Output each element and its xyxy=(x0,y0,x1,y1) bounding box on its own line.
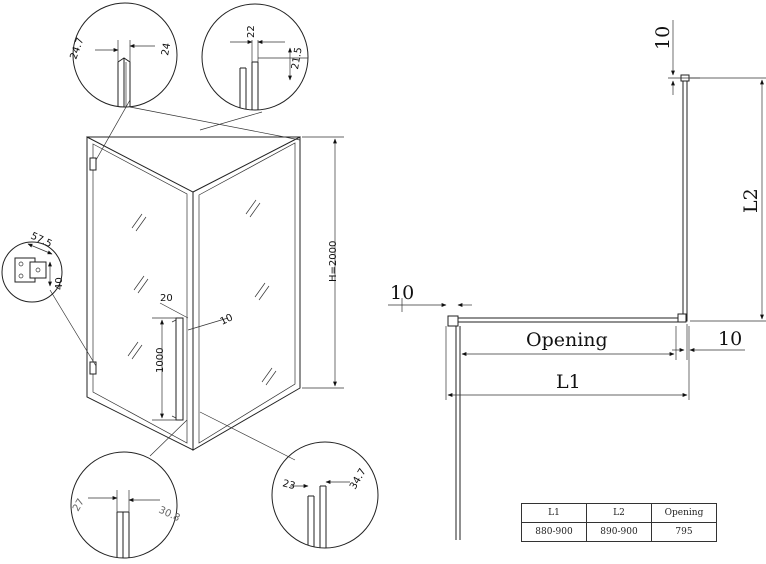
door-panel-inner xyxy=(92,143,188,444)
height-label: H=2000 xyxy=(328,241,339,282)
plan-view: 10 L2 10 10 Opening L1 xyxy=(388,20,766,540)
callout-top-left-right-label: 24 xyxy=(160,42,173,56)
side-panel-inner xyxy=(198,142,296,444)
callout-bottom-right-right-label: 34.7 xyxy=(348,467,369,492)
handle-height-label: 1000 xyxy=(155,348,166,373)
callout-bottom-right-left-label: 23 xyxy=(281,478,296,492)
spec-header-l2: L2 xyxy=(586,503,652,523)
plan-opening-label: Opening xyxy=(526,329,608,351)
callout-bottom-left-right-label: 30.8 xyxy=(157,505,182,524)
spec-value-l2: 890-900 xyxy=(586,522,652,542)
spec-table: L1 L2 Opening 880-900 890-900 795 xyxy=(521,503,717,542)
spec-table-row: 880-900 890-900 795 xyxy=(521,522,717,542)
callout-top-right: 22 21.5 xyxy=(201,3,309,111)
enclosure-3d-view: H=2000 1000 20 10 xyxy=(49,99,344,461)
callout-bottom-left-left-label: 27 xyxy=(71,497,87,514)
spec-value-opening: 795 xyxy=(651,522,717,542)
callout-left-hinge-top-label: 57.5 xyxy=(29,231,54,250)
callout-left-hinge: 57.5 40 xyxy=(1,231,65,303)
callout-bottom-right: 23 34.7 xyxy=(271,441,379,549)
plan-side-panel xyxy=(682,77,688,322)
callout-bottom-left: 27 30.8 xyxy=(70,451,182,559)
spec-header-l1: L1 xyxy=(521,503,587,523)
handle-offset-label: 10 xyxy=(219,312,235,327)
plan-l1-label: L1 xyxy=(556,371,581,393)
plan-front-panel xyxy=(454,317,686,323)
spec-value-l1: 880-900 xyxy=(521,522,587,542)
spec-table-header-row: L1 L2 Opening xyxy=(521,503,717,523)
hinge-bottom xyxy=(89,361,97,375)
callout-top-right-top-label: 22 xyxy=(246,25,257,38)
hinge-top xyxy=(89,157,97,171)
side-panel-outer xyxy=(192,136,301,451)
glass-reflections xyxy=(127,199,277,386)
spec-header-opening: Opening xyxy=(651,503,717,523)
callout-left-hinge-side-label: 40 xyxy=(54,277,65,290)
plan-left-gap-label: 10 xyxy=(390,282,414,304)
callout-top-left: 24.7 24 xyxy=(68,2,178,108)
plan-top-gap-label: 10 xyxy=(652,26,674,50)
callout-top-right-side-label: 21.5 xyxy=(290,47,305,71)
plan-right-gap-label: 10 xyxy=(718,328,742,350)
door-handle xyxy=(175,317,184,421)
callout-top-left-left-label: 24.7 xyxy=(68,36,86,61)
handle-width-label: 20 xyxy=(160,293,173,304)
plan-l2-label: L2 xyxy=(740,188,762,213)
